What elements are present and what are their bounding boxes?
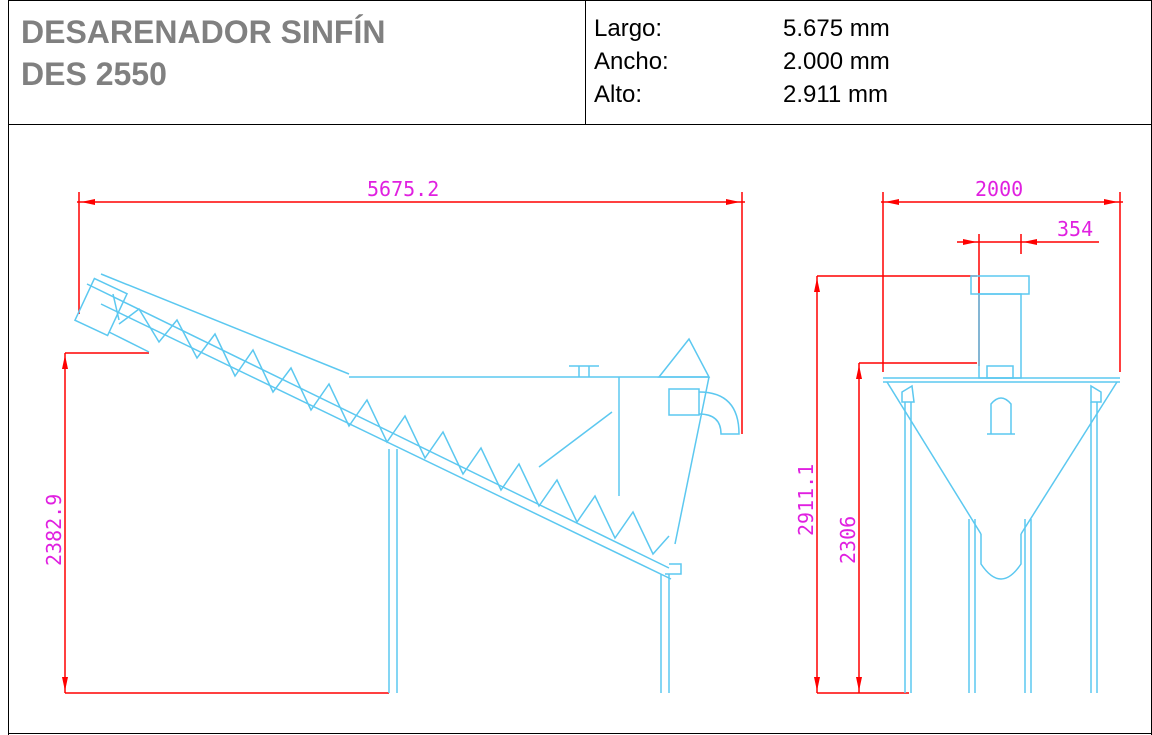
dim-label: Largo: bbox=[594, 15, 663, 42]
dim-row-alto: Alto: 2.911 mm bbox=[586, 81, 1152, 114]
bottom-border bbox=[8, 733, 1152, 734]
front-dimension-lines bbox=[816, 192, 1123, 694]
title-cell: DESARENADOR SINFÍN DES 2550 bbox=[9, 1, 586, 125]
body-height-label: 2306 bbox=[836, 516, 860, 564]
side-dimension-lines bbox=[64, 192, 745, 694]
drawing-sheet: DESARENADOR SINFÍN DES 2550 Largo: 5.675… bbox=[8, 0, 1152, 735]
dim-value: 2.911 mm bbox=[783, 81, 888, 108]
front-view: 2000 354 2911.1 2306 bbox=[794, 177, 1123, 694]
screw-conveyor-structure bbox=[73, 273, 740, 693]
hopper-structure bbox=[883, 275, 1120, 693]
technical-drawing: 5675.2 2382.9 bbox=[42, 177, 1123, 694]
dim-label: Ancho: bbox=[594, 48, 669, 75]
title-block: DESARENADOR SINFÍN DES 2550 Largo: 5.675… bbox=[8, 0, 1152, 125]
dimensions-cell: Largo: 5.675 mm Ancho: 2.000 mm Alto: 2.… bbox=[586, 1, 1152, 139]
front-width-label: 2000 bbox=[975, 177, 1023, 201]
side-view: 5675.2 2382.9 bbox=[42, 177, 745, 694]
title-line-2: DES 2550 bbox=[21, 56, 167, 92]
side-height-label: 2382.9 bbox=[42, 494, 66, 566]
dim-value: 2.000 mm bbox=[783, 48, 890, 75]
dim-row-ancho: Ancho: 2.000 mm bbox=[586, 48, 1152, 81]
side-dimension-arrows bbox=[62, 199, 740, 691]
side-length-label: 5675.2 bbox=[367, 177, 439, 201]
total-height-label: 2911.1 bbox=[794, 464, 818, 536]
title-line-1: DESARENADOR SINFÍN bbox=[21, 14, 386, 50]
inlet-width-label: 354 bbox=[1057, 217, 1093, 241]
dim-label: Alto: bbox=[594, 81, 643, 108]
dim-value: 5.675 mm bbox=[783, 15, 890, 42]
drawing-area: 5675.2 2382.9 bbox=[8, 124, 1152, 735]
dim-row-largo: Largo: 5.675 mm bbox=[586, 15, 1152, 48]
front-dimension-arrows bbox=[814, 199, 1118, 691]
